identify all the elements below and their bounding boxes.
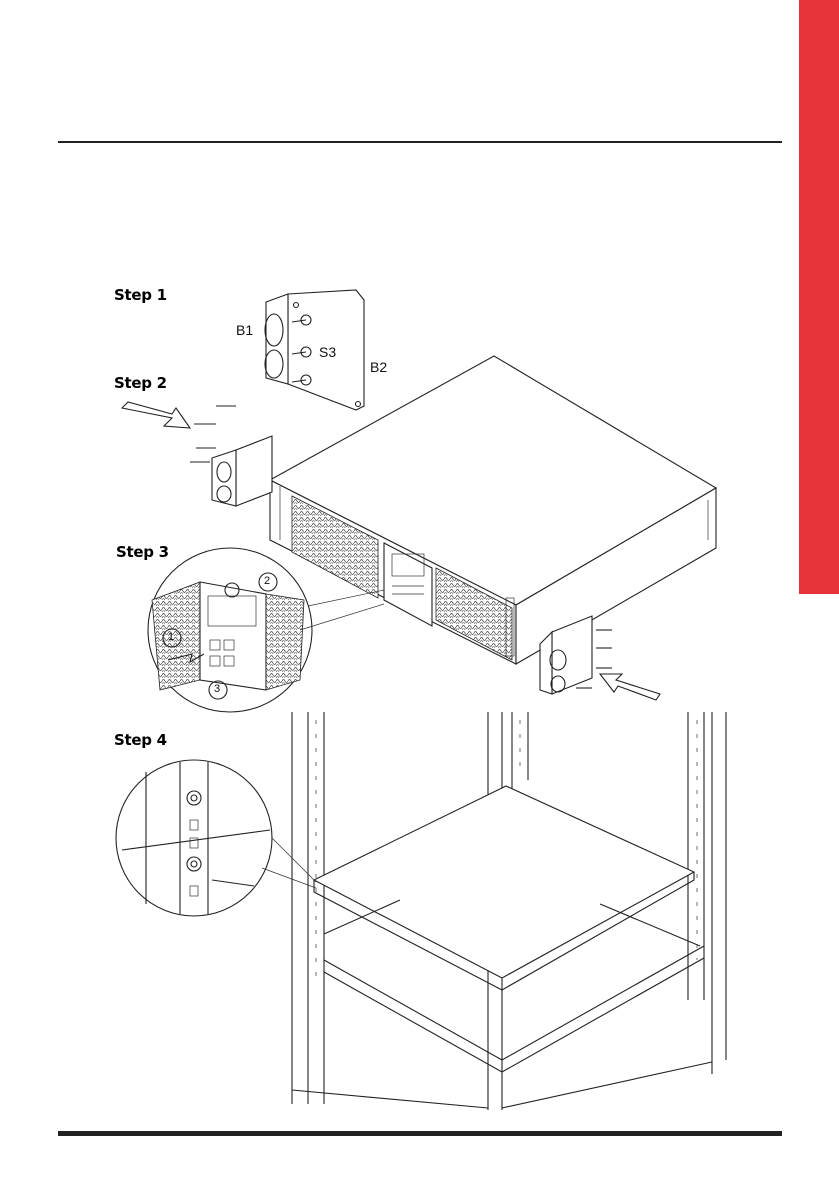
footer-rule bbox=[58, 1131, 782, 1136]
part-b2-label: B2 bbox=[370, 359, 387, 375]
callout-1: 1 bbox=[168, 631, 174, 643]
step-3-label: Step 3 bbox=[116, 543, 169, 561]
step-2-label: Step 2 bbox=[114, 374, 167, 392]
left-ear-bracket bbox=[122, 402, 272, 506]
part-b1-label: B1 bbox=[236, 322, 253, 338]
part-s3-label: S3 bbox=[319, 344, 336, 360]
callout-2: 2 bbox=[264, 575, 270, 587]
rack-frame bbox=[292, 712, 726, 1110]
bracket-detail bbox=[265, 290, 364, 410]
rail-screw-zoom bbox=[116, 760, 316, 916]
step-4-label: Step 4 bbox=[114, 731, 167, 749]
step-1-label: Step 1 bbox=[114, 286, 167, 304]
callout-3: 3 bbox=[214, 683, 220, 695]
